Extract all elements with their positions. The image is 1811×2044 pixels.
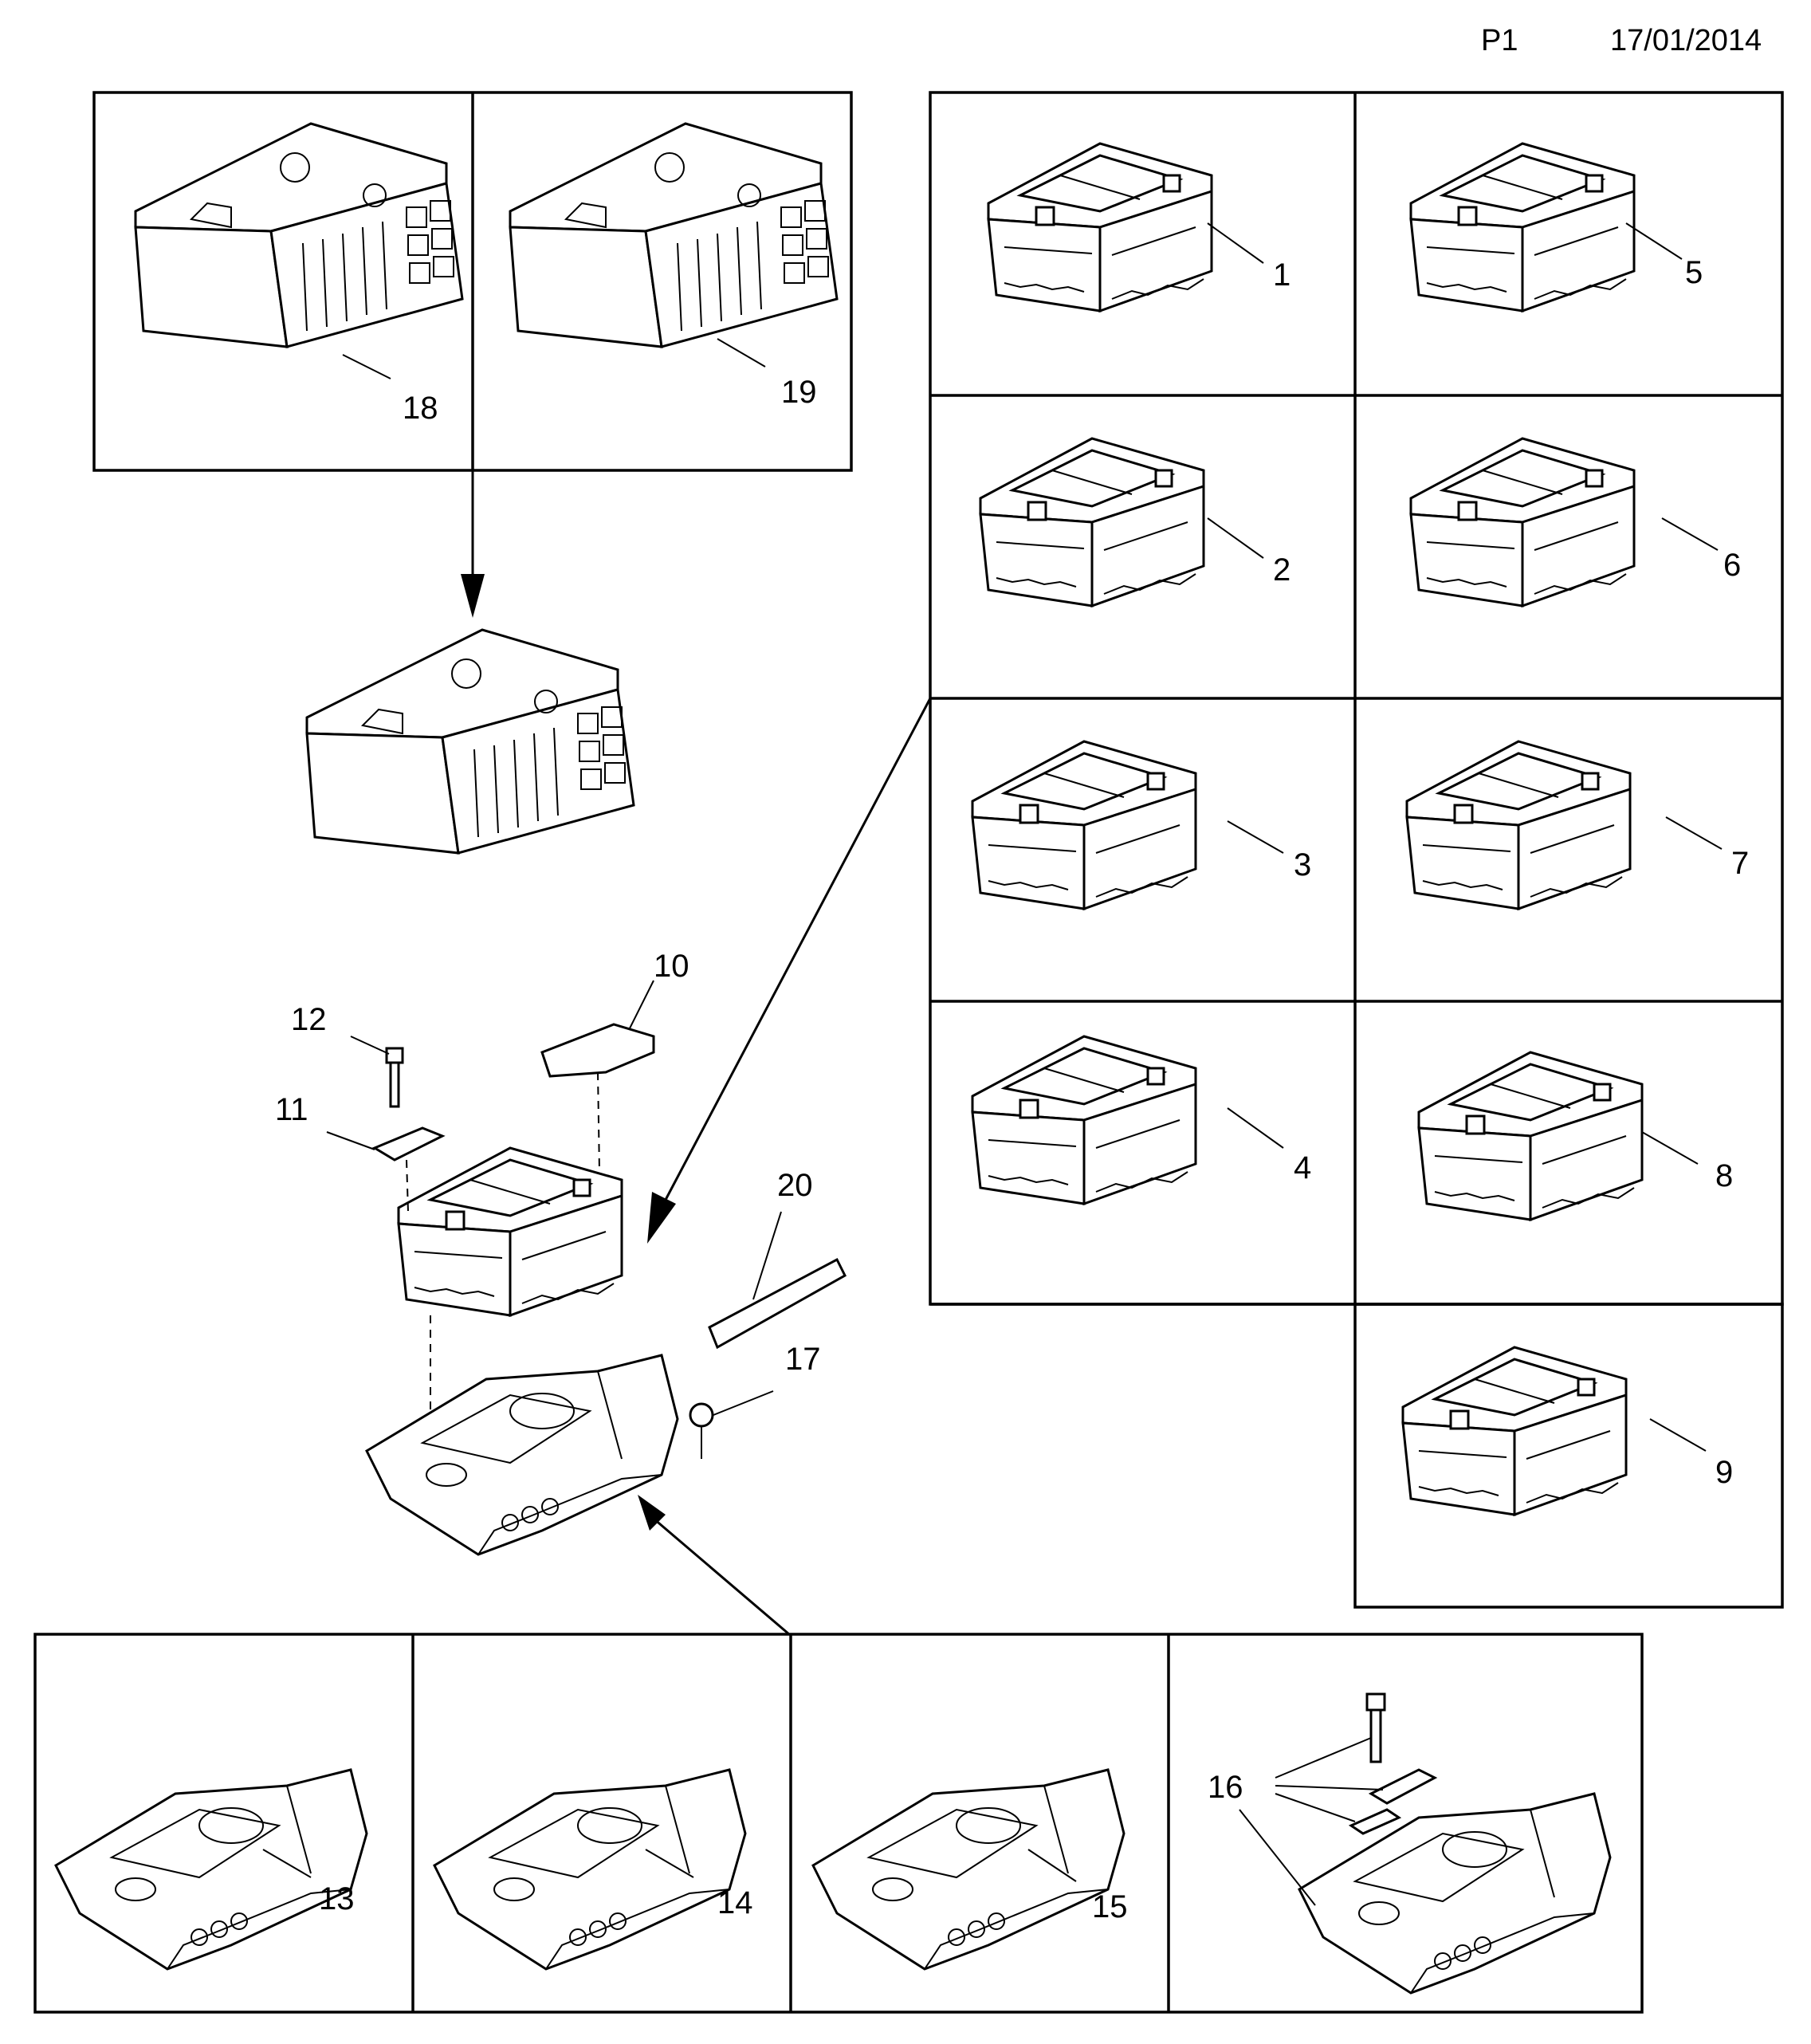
bolt-clamp-16 xyxy=(1348,1692,1438,1835)
callout-20: 20 xyxy=(777,1168,813,1203)
battery-cover-assembled xyxy=(305,628,635,855)
battery-tray-main xyxy=(365,1354,679,1556)
battery-1 xyxy=(987,142,1213,312)
callout-6: 6 xyxy=(1723,548,1741,583)
callout-14: 14 xyxy=(717,1885,753,1920)
battery-tray-13 xyxy=(54,1768,368,1971)
callout-2: 2 xyxy=(1273,552,1290,588)
callout-7: 7 xyxy=(1731,846,1749,881)
callout-5: 5 xyxy=(1685,255,1703,290)
battery-options-grid xyxy=(929,91,1784,1609)
battery-cover-18 xyxy=(134,122,464,348)
page-date: 17/01/2014 xyxy=(1610,24,1762,57)
page-code: P1 xyxy=(1481,24,1518,57)
battery-4 xyxy=(971,1035,1197,1205)
callout-1: 1 xyxy=(1273,257,1290,293)
callout-11: 11 xyxy=(275,1092,308,1127)
callout-12: 12 xyxy=(291,1002,327,1037)
screw-17 xyxy=(689,1402,714,1459)
bolt-12 xyxy=(385,1047,404,1108)
terminal-cover-10 xyxy=(540,1023,655,1078)
callout-18: 18 xyxy=(403,391,438,426)
battery-9 xyxy=(1401,1346,1628,1516)
battery-2 xyxy=(979,437,1205,607)
callout-19: 19 xyxy=(781,375,817,410)
callout-9: 9 xyxy=(1715,1455,1733,1490)
battery-main xyxy=(397,1146,623,1317)
battery-6 xyxy=(1409,437,1636,607)
battery-7 xyxy=(1405,740,1632,910)
battery-tray-15 xyxy=(811,1768,1125,1971)
callout-10: 10 xyxy=(654,949,689,984)
strip-20 xyxy=(708,1257,847,1350)
callout-15: 15 xyxy=(1092,1889,1128,1924)
tray-options-frame xyxy=(33,1633,1644,2014)
battery-tray-14 xyxy=(433,1768,747,1971)
battery-3 xyxy=(971,740,1197,910)
battery-tray-16 xyxy=(1298,1792,1612,1995)
callout-8: 8 xyxy=(1715,1158,1733,1193)
clamp-11 xyxy=(371,1126,446,1162)
callout-16: 16 xyxy=(1208,1770,1243,1805)
battery-8 xyxy=(1417,1051,1644,1221)
callout-4: 4 xyxy=(1294,1150,1311,1185)
callout-13: 13 xyxy=(319,1881,355,1916)
battery-cover-19 xyxy=(509,122,839,348)
battery-5 xyxy=(1409,142,1636,312)
callout-17: 17 xyxy=(785,1342,821,1377)
callout-3: 3 xyxy=(1294,847,1311,882)
